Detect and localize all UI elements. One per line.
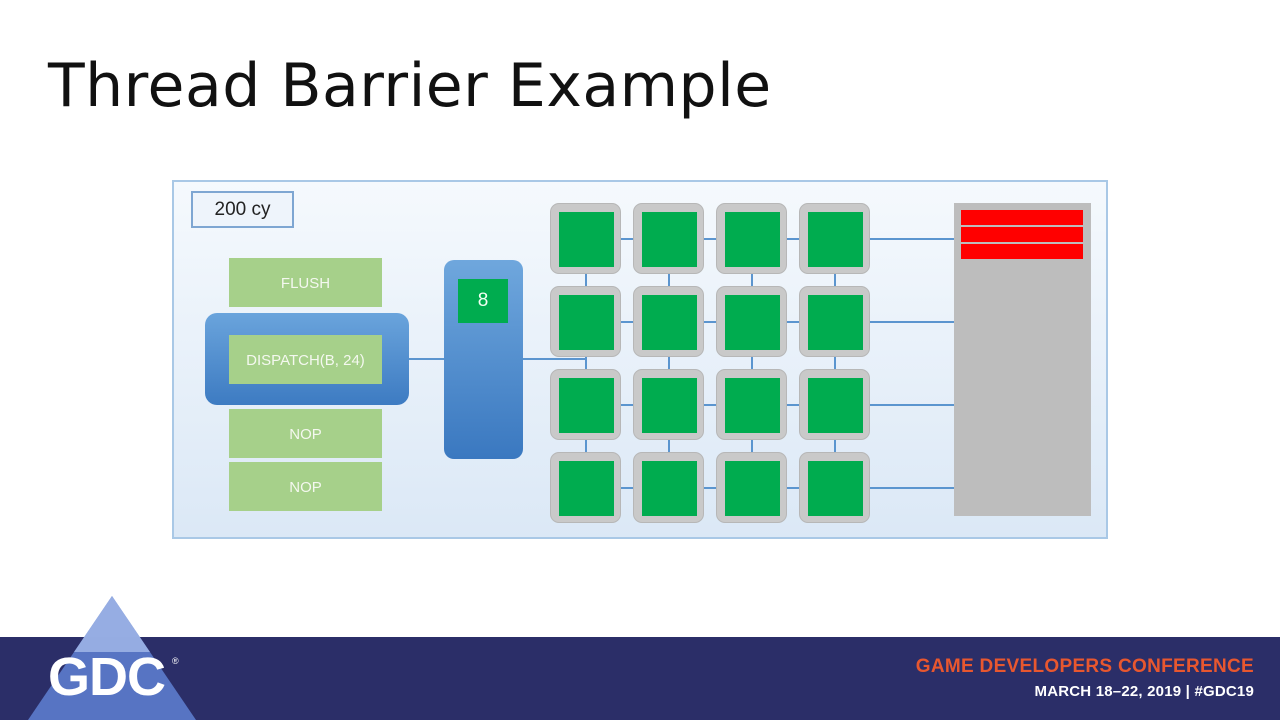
command-nop: NOP — [229, 462, 382, 511]
command-dispatch: DISPATCH(B, 24) — [229, 335, 382, 384]
compute-core — [716, 203, 787, 274]
compute-core — [550, 369, 621, 440]
compute-core — [633, 203, 704, 274]
connector-line — [523, 358, 586, 360]
core-link-vertical — [584, 233, 587, 482]
core-active-indicator — [642, 212, 697, 267]
cycle-counter: 200 cy — [191, 191, 294, 228]
core-link-vertical — [833, 233, 836, 482]
memory-slot — [961, 244, 1083, 259]
core-active-indicator — [725, 378, 780, 433]
core-link-vertical — [750, 233, 753, 482]
compute-core — [799, 369, 870, 440]
connector-line — [409, 358, 444, 360]
core-active-indicator — [642, 378, 697, 433]
core-active-indicator — [725, 295, 780, 350]
core-active-indicator — [559, 295, 614, 350]
compute-core — [633, 286, 704, 357]
compute-core — [716, 286, 787, 357]
compute-core — [633, 452, 704, 523]
core-active-indicator — [642, 295, 697, 350]
conference-name: GAME DEVELOPERS CONFERENCE — [915, 656, 1254, 677]
memory-slot — [961, 227, 1083, 242]
core-active-indicator — [642, 461, 697, 516]
compute-core — [716, 369, 787, 440]
memory-slot — [961, 210, 1083, 225]
compute-core — [550, 286, 621, 357]
gdc-logo-text: GDC — [48, 647, 166, 707]
core-active-indicator — [808, 295, 863, 350]
compute-core — [550, 203, 621, 274]
compute-core — [716, 452, 787, 523]
command-flush: FLUSH — [229, 258, 382, 307]
core-link-vertical — [667, 233, 670, 482]
compute-core — [633, 369, 704, 440]
compute-core — [799, 286, 870, 357]
gdc-registered-mark: ® — [172, 656, 179, 666]
core-active-indicator — [559, 212, 614, 267]
compute-core — [550, 452, 621, 523]
compute-core — [799, 452, 870, 523]
core-active-indicator — [808, 461, 863, 516]
core-active-indicator — [808, 212, 863, 267]
core-active-indicator — [808, 378, 863, 433]
dispatch-queue-count: 8 — [458, 279, 508, 323]
core-active-indicator — [559, 378, 614, 433]
core-active-indicator — [725, 212, 780, 267]
compute-core — [799, 203, 870, 274]
slide-title: Thread Barrier Example — [48, 51, 772, 121]
core-active-indicator — [725, 461, 780, 516]
core-active-indicator — [559, 461, 614, 516]
command-nop: NOP — [229, 409, 382, 458]
conference-dates: MARCH 18–22, 2019 | #GDC19 — [1034, 683, 1254, 700]
footer-band — [0, 637, 1280, 720]
